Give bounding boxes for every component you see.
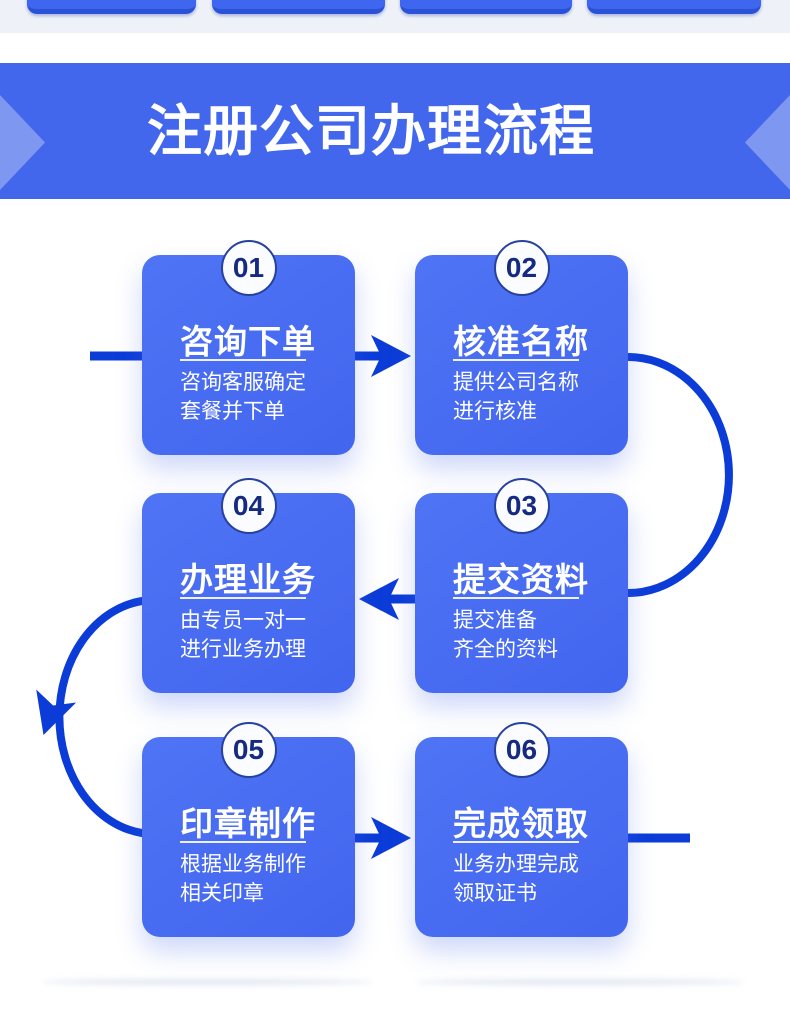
section-divider-shadow [42,979,372,985]
step-card-02: 02 核准名称 提供公司名称 进行核准 [415,240,628,455]
step-number: 06 [505,734,538,765]
step-desc-line: 齐全的资料 [453,638,558,661]
step-desc-line: 由专员一对一 [180,609,306,632]
step-desc-line: 提交准备 [453,609,537,632]
step-title: 完成领取 [453,805,589,842]
step-desc-line: 根据业务制作 [180,853,306,876]
title-underline [180,597,306,599]
step-number: 02 [505,252,538,283]
step-desc: 根据业务制作 相关印章 [180,850,306,908]
step-desc: 业务办理完成 领取证书 [453,850,579,908]
title-underline [453,359,579,361]
step-title: 核准名称 [453,323,589,360]
section-banner: 注册公司办理流程 [0,63,790,199]
step-number-badge: 03 [493,478,550,534]
step-number: 01 [232,252,265,283]
step-number-badge: 02 [493,240,550,296]
step-title: 办理业务 [180,561,316,598]
step-card-04: 04 办理业务 由专员一对一 进行业务办理 [142,478,355,693]
step-desc-line: 进行核准 [453,400,537,423]
top-nav-button-2[interactable] [212,0,385,14]
step-card-03: 03 提交资料 提交准备 齐全的资料 [415,478,628,693]
step-number-badge: 05 [220,722,277,778]
step-number-badge: 06 [493,722,550,778]
step-desc-line: 套餐并下单 [180,400,285,423]
connector-arc-right [624,353,733,597]
step-desc-line: 咨询客服确定 [180,371,306,394]
arrow-right-icon [371,335,411,377]
arrow-down-icon [36,689,77,735]
step-number-badge: 01 [220,240,277,296]
step-desc: 咨询客服确定 套餐并下单 [180,368,306,426]
step-title: 印章制作 [180,805,316,842]
step-desc: 提供公司名称 进行核准 [453,368,579,426]
step-desc-line: 相关印章 [180,882,264,905]
step-desc-line: 提供公司名称 [453,371,579,394]
top-nav-button-4[interactable] [587,0,761,14]
step-number: 05 [232,734,265,765]
title-underline [180,359,306,361]
step-desc: 提交准备 齐全的资料 [453,606,558,664]
step-card-01: 01 咨询下单 咨询客服确定 套餐并下单 [142,240,355,455]
step-desc: 由专员一对一 进行业务办理 [180,606,306,664]
step-card-05: 05 印章制作 根据业务制作 相关印章 [142,722,355,937]
arrow-right-icon [371,817,411,859]
step-number: 03 [505,490,538,521]
top-nav-strip [0,0,790,33]
section-divider-shadow [415,979,745,985]
step-desc-line: 业务办理完成 [453,853,579,876]
step-card-06: 06 完成领取 业务办理完成 领取证书 [415,722,628,937]
step-desc-line: 领取证书 [453,882,537,905]
step-title: 咨询下单 [180,323,316,360]
step-number-badge: 04 [220,478,277,534]
arrow-left-icon [359,578,399,620]
title-underline [453,841,579,843]
section-title: 注册公司办理流程 [146,100,595,162]
top-nav-button-3[interactable] [400,0,572,14]
title-underline [180,841,306,843]
title-underline [453,597,579,599]
top-nav-button-1[interactable] [27,0,196,14]
step-desc-line: 进行业务办理 [180,638,306,661]
step-title: 提交资料 [453,561,589,598]
connector-arc-left [55,597,146,837]
step-number: 04 [232,490,265,521]
